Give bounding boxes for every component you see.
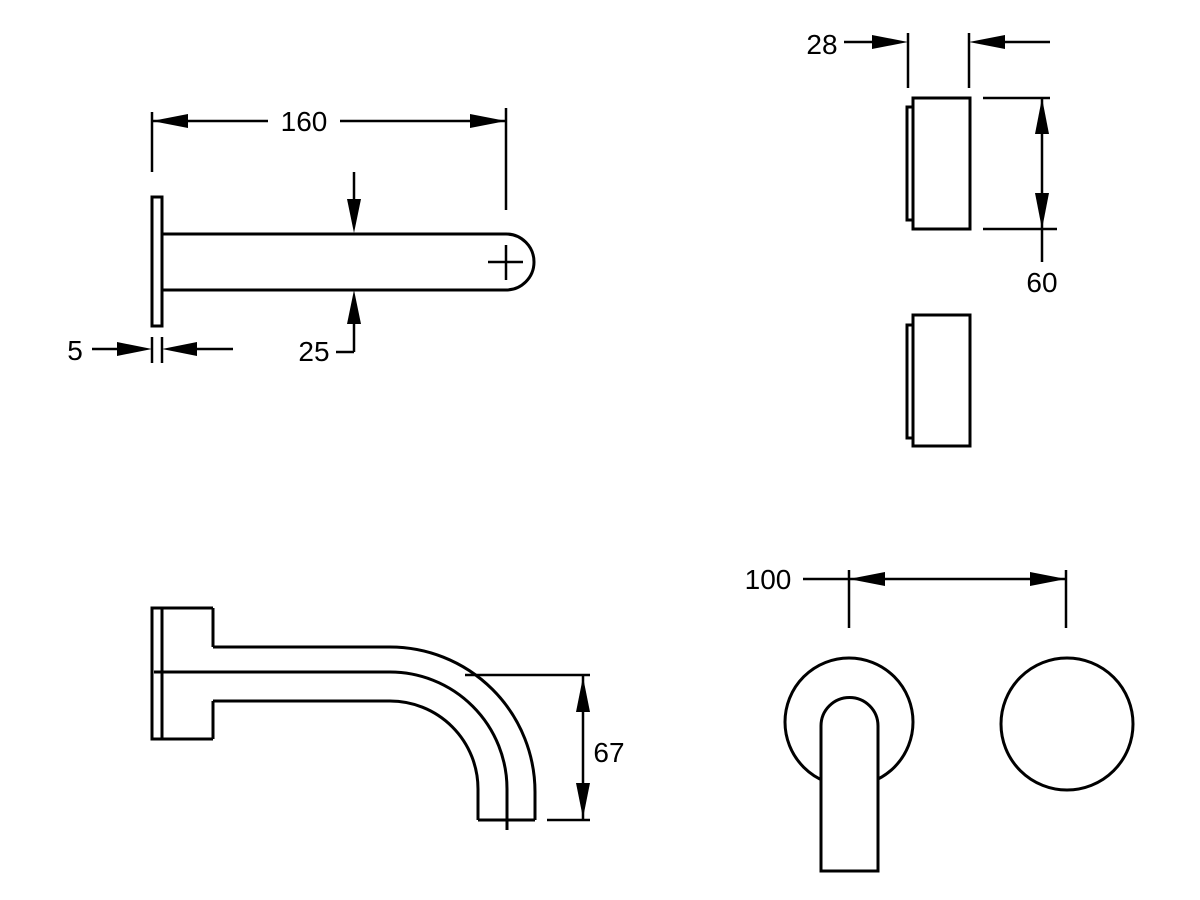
dim-label-handle-depth: 28 [806, 29, 837, 60]
knob-circle [999, 656, 1135, 792]
arrowhead-up-icon [1035, 98, 1049, 134]
arrowhead-up-icon [576, 677, 590, 712]
arrowhead-down-icon [1035, 193, 1049, 229]
handle-body-top [911, 96, 972, 231]
dim-label-plate-thickness: 5 [67, 335, 83, 366]
arrowhead-right-icon [872, 35, 908, 49]
arrowhead-left-icon [152, 114, 188, 128]
dimension-spout-drop: 67 [465, 673, 625, 822]
dimension-center-distance: 100 [745, 564, 1068, 628]
dimension-handle-depth: 28 [806, 29, 1050, 88]
dim-label-spout-drop: 67 [593, 737, 624, 768]
aerator-cross-icon [488, 245, 523, 280]
dimension-handle-diameter: 60 [983, 96, 1058, 298]
arrowhead-left-icon [969, 35, 1005, 49]
arrowhead-left-icon [162, 342, 197, 356]
dim-label-spout-diameter: 25 [298, 336, 329, 367]
arrowhead-up-icon [347, 290, 361, 324]
spout-centerline [154, 670, 509, 830]
dimension-spout-length: 160 [150, 106, 508, 210]
dim-label-handle-diameter: 60 [1026, 267, 1057, 298]
spout-side-view: 160 25 5 [67, 106, 536, 367]
arrowhead-right-icon [117, 342, 152, 356]
handle-body-bottom [911, 313, 972, 448]
spout-outer-line [213, 645, 537, 820]
arrowhead-down-icon [576, 783, 590, 818]
spout-body [162, 232, 536, 292]
handle-side-views: 28 60 [806, 29, 1058, 448]
arrowhead-left-icon [849, 572, 885, 586]
lever-handle [819, 696, 880, 873]
arrowhead-right-icon [470, 114, 506, 128]
curved-spout-view: 67 [150, 606, 625, 830]
wall-plate [150, 195, 164, 328]
mixer-front-view: 100 [745, 564, 1135, 873]
dim-label-spout-length: 160 [281, 106, 328, 137]
arrowhead-down-icon [347, 199, 361, 233]
arrowhead-right-icon [1030, 572, 1066, 586]
spout-inner-line [213, 699, 480, 820]
dimension-spout-diameter: 25 [298, 172, 361, 367]
dim-label-center-distance: 100 [745, 564, 792, 595]
wall-flange [150, 606, 215, 741]
dimension-plate-thickness: 5 [67, 335, 233, 366]
